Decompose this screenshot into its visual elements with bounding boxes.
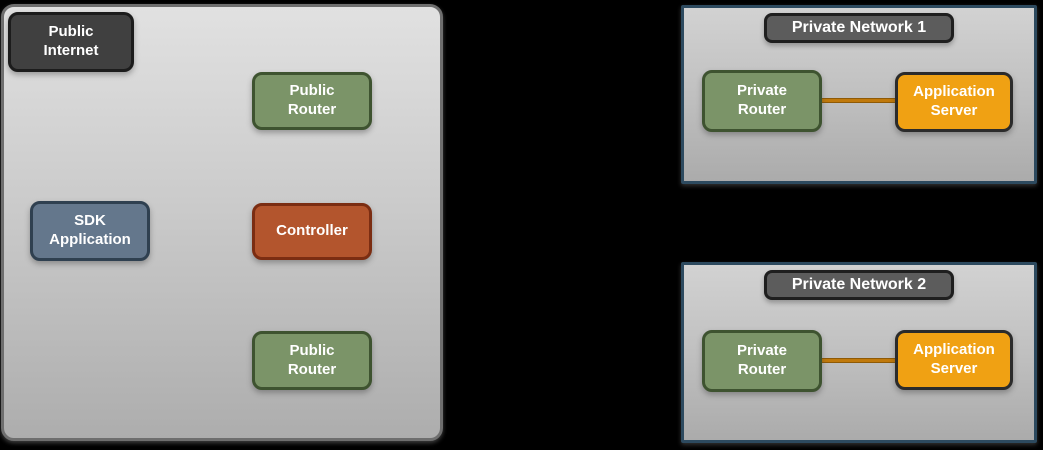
public-cloud-container: Public Internet Public Router SDK Applic… [1, 4, 443, 441]
node-controller: Controller [252, 203, 372, 260]
node-application-server-1: Application Server [895, 72, 1013, 132]
node-public-router-bottom: Public Router [252, 331, 372, 390]
node-application-server-2-label: Application Server [913, 341, 995, 377]
private-network-2-title: Private Network 2 [764, 270, 954, 300]
node-private-router-2: Private Router [702, 330, 822, 392]
node-private-router-2-label: Private Router [736, 342, 788, 378]
node-public-internet-label: Public Internet [43, 23, 99, 59]
private-network-2-container: Private Network 2 Private Router Applica… [681, 262, 1037, 443]
node-private-router-1: Private Router [702, 70, 822, 132]
connector-line-network-2 [822, 358, 895, 363]
node-public-internet: Public Internet [8, 12, 134, 72]
node-application-server-1-label: Application Server [913, 83, 995, 119]
node-public-router-top-label: Public Router [287, 82, 337, 118]
node-sdk-application: SDK Application [30, 201, 150, 261]
connector-line-network-1 [822, 98, 895, 103]
node-sdk-application-label: SDK Application [49, 212, 131, 248]
private-network-1-container: Private Network 1 Private Router Applica… [681, 5, 1037, 184]
node-public-router-top: Public Router [252, 72, 372, 130]
node-application-server-2: Application Server [895, 330, 1013, 390]
node-private-router-1-label: Private Router [736, 82, 788, 118]
node-controller-label: Controller [276, 222, 348, 240]
private-network-1-title: Private Network 1 [764, 13, 954, 43]
node-public-router-bottom-label: Public Router [287, 341, 337, 378]
